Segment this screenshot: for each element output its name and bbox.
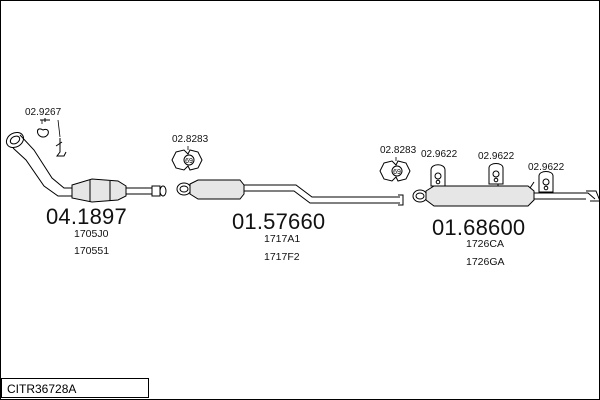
- front-pipe-catalyst: [5, 131, 167, 203]
- accessory-code-mount-1: 02.9622: [421, 149, 458, 160]
- part-ref-1a: 1705J0: [74, 228, 109, 240]
- accessory-code-gasket-left: 02.8283: [172, 134, 209, 145]
- accessory-code-gasket-right: 02.8283: [380, 145, 417, 156]
- gasket-badge-left: 69: [185, 158, 193, 165]
- gasket-accessory-right: [379, 157, 411, 182]
- diagram-title-box: CITR36728A: [1, 378, 149, 398]
- part-ref-2a: 1717A1: [264, 233, 301, 245]
- rubber-mount-3: [538, 171, 554, 193]
- accessory-code-clamp: 02.9267: [25, 107, 62, 118]
- diagram-title: CITR36728A: [7, 382, 77, 396]
- part-ref-1b: 170551: [74, 245, 110, 257]
- gasket-badge-right: 69: [393, 169, 401, 176]
- part-number-3: 01.68600: [432, 215, 526, 240]
- centre-silencer: [176, 179, 404, 206]
- accessory-code-mount-3: 02.9622: [528, 162, 565, 173]
- part-number-2: 01.57660: [232, 209, 326, 234]
- part-number-1: 04.1897: [46, 204, 127, 229]
- gasket-accessory-left: [171, 146, 203, 171]
- rubber-mount-1: [430, 164, 446, 187]
- part-ref-2b: 1717F2: [264, 251, 300, 263]
- clamp-accessory: [37, 118, 67, 157]
- part-ref-3a: 1726CA: [466, 238, 504, 250]
- accessory-code-mount-2: 02.9622: [478, 151, 515, 162]
- rubber-mount-2: [488, 163, 504, 185]
- part-ref-3b: 1726GA: [466, 256, 505, 268]
